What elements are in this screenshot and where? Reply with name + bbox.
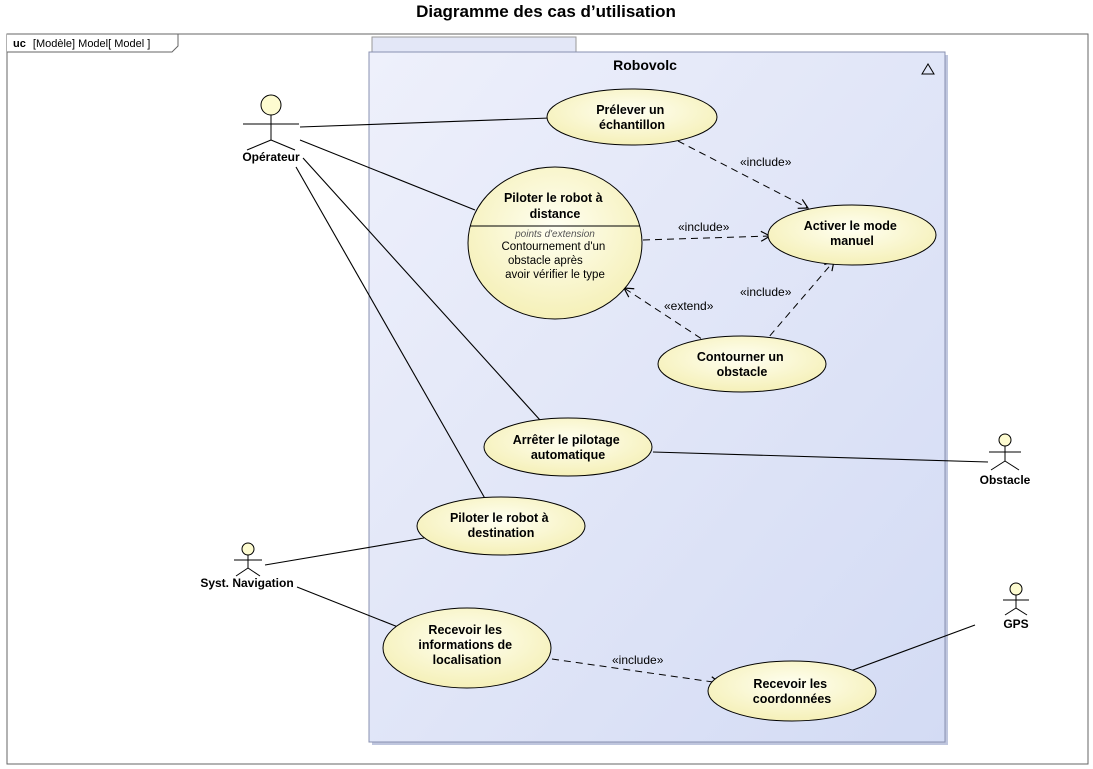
svg-text:Prélever un échantillon: Prélever un échantillon xyxy=(596,103,668,132)
svg-text:Piloter le robot à desti: Piloter le robot à destination xyxy=(450,511,552,540)
svg-text:Recevoir les coordonnées: Recevoir les coordonnées xyxy=(753,677,832,706)
label-include-3: «include» xyxy=(740,285,792,299)
extend-contourner-piloter xyxy=(622,287,712,346)
actor-icon xyxy=(241,542,255,556)
extension-points-header: points d'extension xyxy=(514,229,595,240)
dependencies xyxy=(551,140,835,688)
system-name: Robovolc xyxy=(613,57,677,73)
usecase-contourner[interactable]: Contourner un obstacle xyxy=(657,335,827,393)
usecase-recevoir-info[interactable]: Recevoir les informations de localisatio… xyxy=(382,607,552,689)
actor-icon xyxy=(998,433,1012,447)
actor-operateur[interactable] xyxy=(243,94,299,151)
assoc-operateur-piloter-destination xyxy=(295,166,488,503)
usecase-piloter-distance[interactable]: Piloter le robot à distance points d'ext… xyxy=(467,166,643,320)
svg-text:Arrêter le pilotage auto: Arrêter le pilotage automatique xyxy=(513,433,623,462)
include-piloter-activer xyxy=(642,230,772,242)
include-prelever-activer xyxy=(677,140,810,209)
label-include-4: «include» xyxy=(612,653,664,667)
usecase-piloter-destination[interactable]: Piloter le robot à destination xyxy=(416,496,586,556)
assoc-gps-recevoir-coord xyxy=(844,624,976,674)
frame-kind: uc xyxy=(13,38,26,50)
svg-text:Piloter le robot à dista: Piloter le robot à distance xyxy=(504,191,606,221)
assoc-navigation-recevoir-info xyxy=(296,586,399,628)
assoc-navigation-piloter-destination xyxy=(264,537,425,566)
extension-points: Contournement d'un obstacle après avoir … xyxy=(501,241,608,281)
assoc-operateur-piloter-distance xyxy=(299,139,476,211)
label-include-1: «include» xyxy=(740,155,792,169)
svg-text:Contourner un obstacle: Contourner un obstacle xyxy=(697,350,787,379)
usecase-recevoir-coord[interactable]: Recevoir les coordonnées xyxy=(707,660,877,722)
usecase-arreter[interactable]: Arrêter le pilotage automatique xyxy=(483,417,653,477)
actor-icon xyxy=(1009,582,1023,596)
actor-obstacle[interactable] xyxy=(989,433,1021,471)
associations xyxy=(264,117,989,674)
actor-icon xyxy=(260,94,282,116)
include-contourner-activer xyxy=(761,260,835,346)
assoc-operateur-arreter xyxy=(302,157,541,421)
assoc-obstacle-arreter xyxy=(652,451,989,463)
svg-text:Activer le mode manuel: Activer le mode manuel xyxy=(804,219,901,248)
label-extend-1: «extend» xyxy=(664,299,714,313)
triangle-icon xyxy=(921,63,935,75)
label-include-2: «include» xyxy=(678,220,730,234)
actor-obstacle-label: Obstacle xyxy=(980,473,1031,487)
page-title: Diagramme des cas d’utilisation xyxy=(416,2,676,21)
actor-operateur-label: Opérateur xyxy=(242,150,300,164)
svg-text:Recevoir les information: Recevoir les informations de localisatio… xyxy=(418,623,515,667)
usecase-activer[interactable]: Activer le mode manuel xyxy=(767,204,937,266)
svg-text:uc [Modèle] Model[ Model: uc [Modèle] Model[ Model ] xyxy=(13,38,150,50)
include-recevoir-info-coord xyxy=(551,658,722,688)
actor-syst-navigation-label: Syst. Navigation xyxy=(200,576,293,590)
actor-gps-label: GPS xyxy=(1003,617,1028,631)
assoc-operateur-prelever xyxy=(299,117,551,128)
usecase-prelever[interactable]: Prélever un échantillon xyxy=(546,88,718,146)
actor-syst-navigation[interactable] xyxy=(234,542,262,577)
frame-label: [Modèle] Model[ Model ] xyxy=(33,38,150,50)
actor-gps[interactable] xyxy=(1003,582,1029,616)
frame-tab: uc [Modèle] Model[ Model ] xyxy=(7,33,179,53)
